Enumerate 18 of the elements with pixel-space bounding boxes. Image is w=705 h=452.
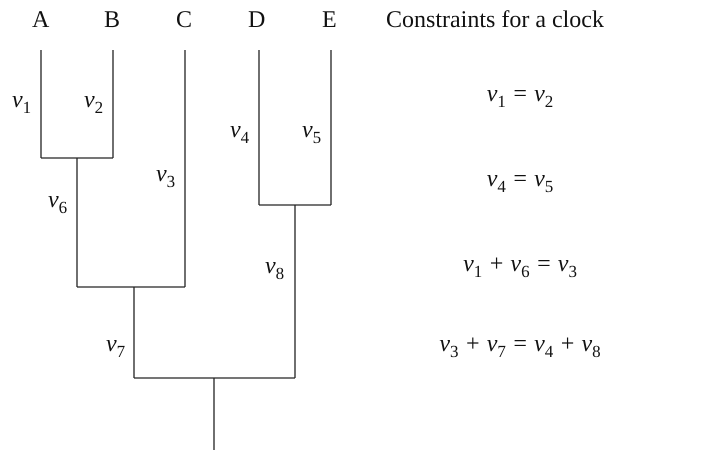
taxon-label: C <box>176 6 192 34</box>
equation: v$_{1}$ = v$_{2}$ <box>486 80 554 108</box>
taxon-label: D <box>248 6 266 34</box>
equation: v$_{1}$ + v$_{6}$ = v$_{3}$ <box>463 250 577 278</box>
taxon-label: E <box>322 6 337 34</box>
heading: Constraints for a clock <box>386 6 604 34</box>
branch-label: v$_{7}$ <box>106 330 126 358</box>
branch-label: v$_{2}$ <box>84 86 104 114</box>
taxon-label: A <box>32 6 50 34</box>
branch-label: v$_{6}$ <box>48 186 68 214</box>
equation: v$_{4}$ = v$_{5}$ <box>486 165 554 193</box>
branch-label: v$_{4}$ <box>230 116 250 144</box>
equation: v$_{3}$ + v$_{7}$ = v$_{4}$ + v$_{8}$ <box>439 330 601 358</box>
taxon-label: B <box>104 6 120 34</box>
branch-label: v$_{8}$ <box>265 252 284 280</box>
branch-label: v$_{5}$ <box>302 116 322 144</box>
branch-label: v$_{3}$ <box>156 160 176 188</box>
branch-label: v$_{1}$ <box>12 86 32 114</box>
